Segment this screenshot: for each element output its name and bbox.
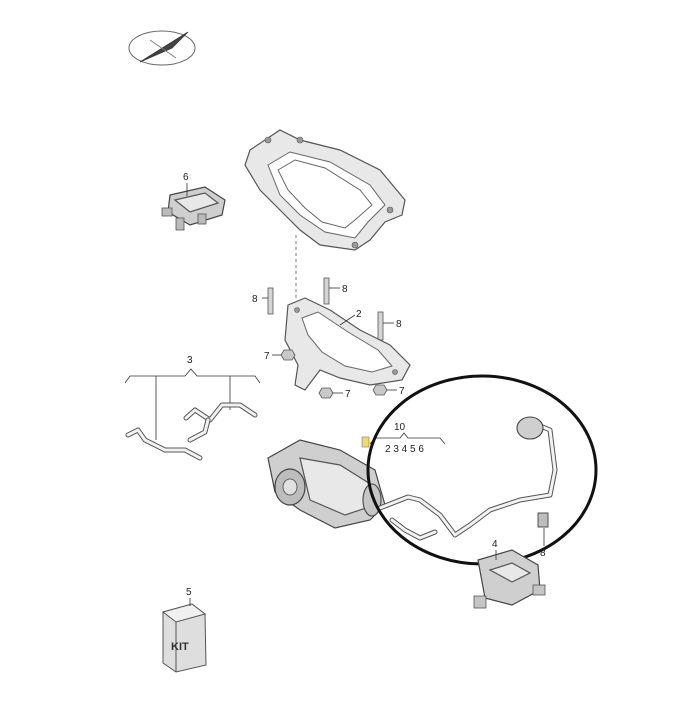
- part-10-air-line: [377, 416, 558, 541]
- label-8-right: 8: [396, 319, 402, 330]
- label-2: 2: [356, 309, 362, 320]
- label-8-hose: 8: [540, 548, 546, 559]
- label-10-bracket: [369, 432, 446, 445]
- label-8-left: 8: [252, 294, 258, 305]
- part-5-kit-box: [161, 603, 207, 673]
- part-4-mount: [473, 549, 546, 609]
- part-3-hose-right: [183, 402, 258, 443]
- label-10: 10: [394, 422, 406, 433]
- subframe-crossmember: [244, 129, 406, 251]
- stud-8-right: [377, 311, 384, 341]
- part-1-compressor: [267, 436, 386, 529]
- nut-7-right: [372, 384, 388, 396]
- nut-7-bottom: [318, 387, 334, 399]
- label-7-left: 7: [264, 351, 270, 362]
- nut-7-left: [280, 349, 296, 361]
- label-7-right: 7: [399, 386, 405, 397]
- part-3-hose-left: [125, 427, 203, 461]
- label-8-top: 8: [342, 284, 348, 295]
- stud-8-left: [267, 287, 274, 315]
- stud-8-top: [323, 277, 330, 305]
- label-6: 6: [183, 172, 189, 183]
- label-10-sub: 2 3 4 5 6: [385, 444, 424, 455]
- kit-box-text: KIT: [171, 641, 189, 653]
- highlight-circle: [366, 374, 598, 566]
- label-4: 4: [492, 539, 498, 550]
- label-3: 3: [187, 355, 193, 366]
- orientation-compass-icon: [128, 30, 196, 66]
- label-5: 5: [186, 587, 192, 598]
- part-2-bracket: [284, 297, 411, 391]
- part-6-module: [161, 186, 226, 231]
- label-7-bottom: 7: [345, 389, 351, 400]
